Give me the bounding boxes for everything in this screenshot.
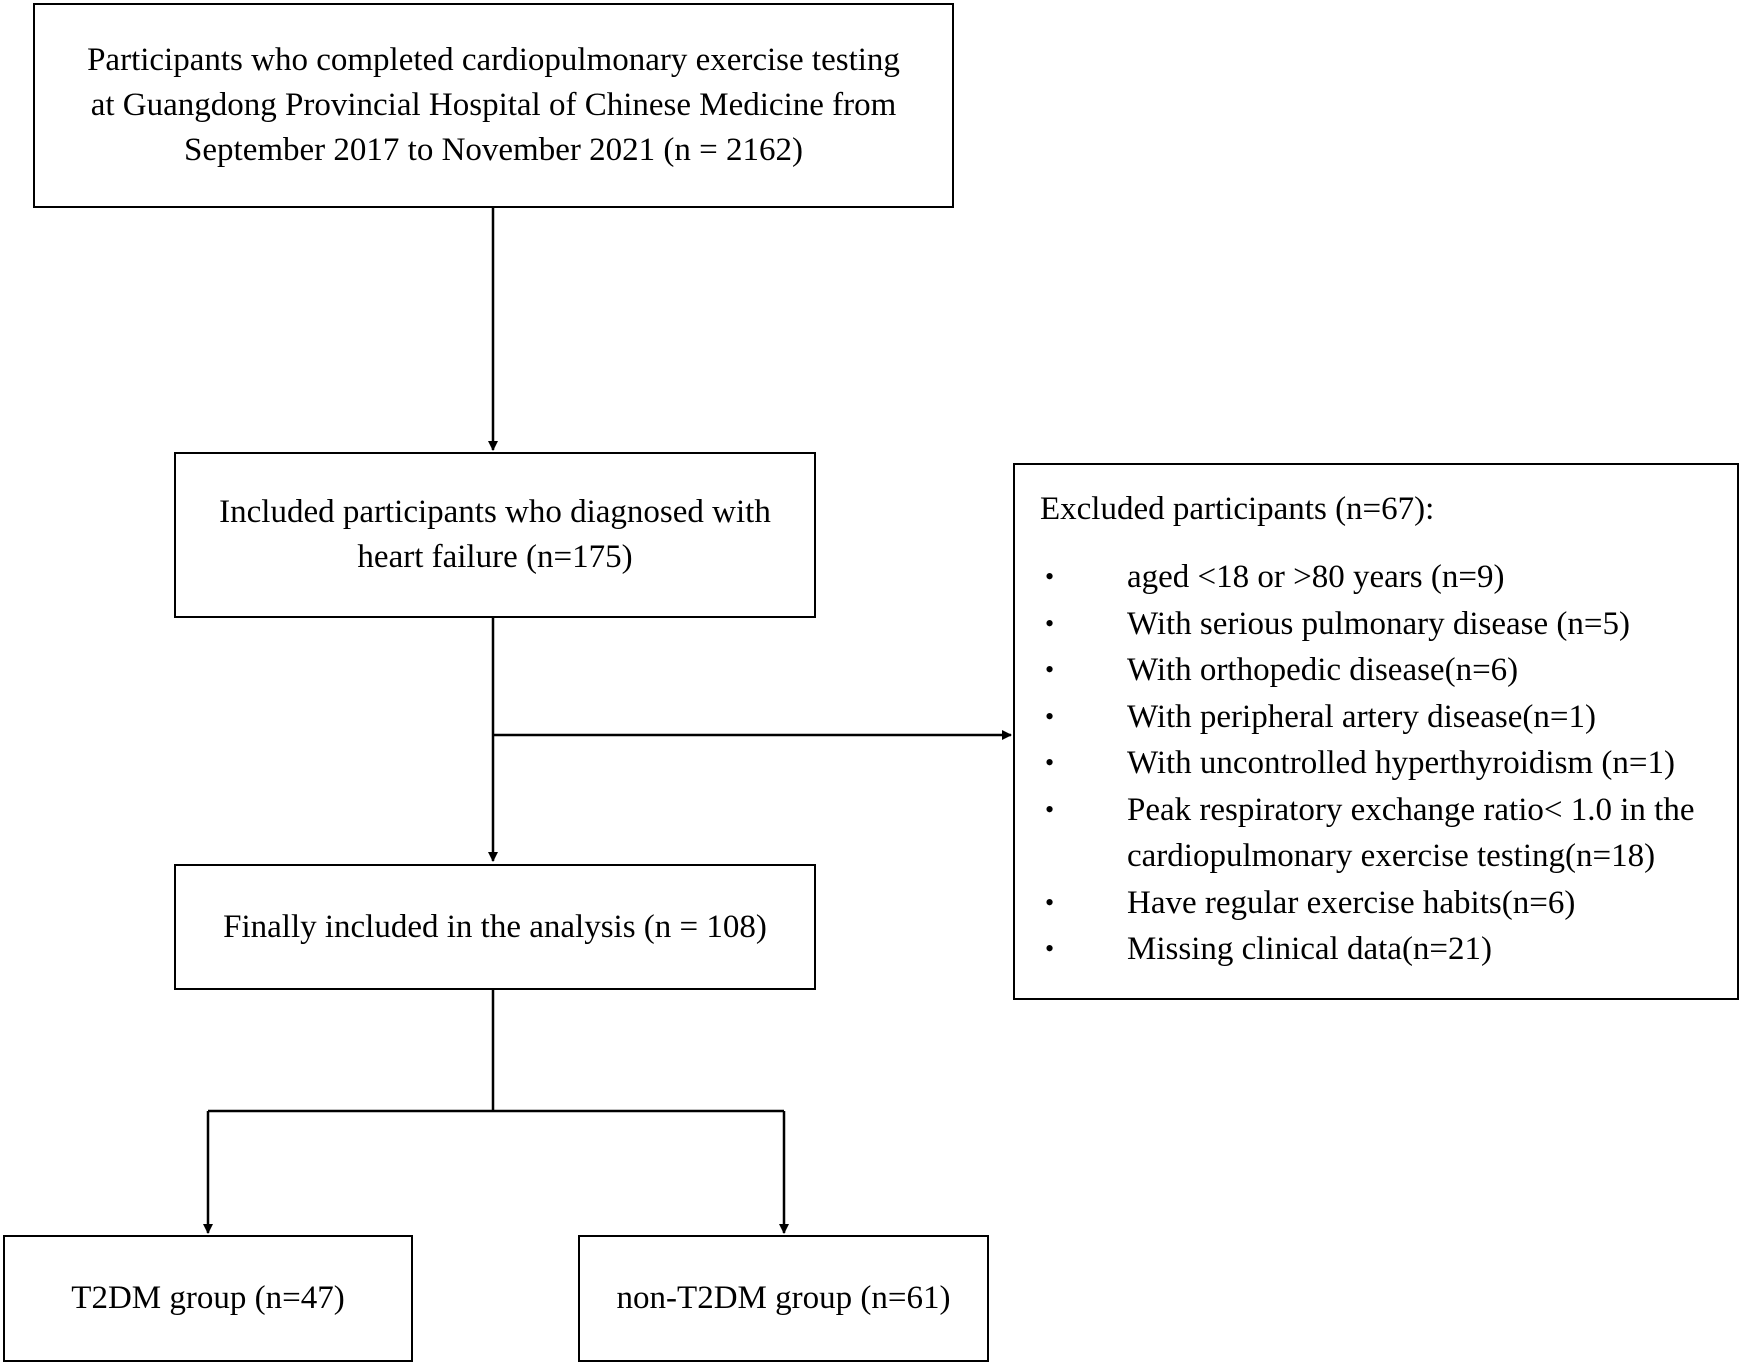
bullet-icon: •	[1045, 887, 1055, 917]
non-t2dm-group-box: non-T2DM group (n=61)	[578, 1235, 989, 1362]
included-participants-text: Included participants who diagnosed with…	[219, 494, 771, 575]
excluded-title: Excluded participants (n=67):	[1040, 491, 1435, 527]
final-analysis-text: Finally included in the analysis (n = 10…	[223, 908, 767, 945]
t2dm-group-box: T2DM group (n=47)	[3, 1235, 413, 1362]
bullet-icon: •	[1045, 701, 1055, 731]
non-t2dm-group-text: non-T2DM group (n=61)	[616, 1280, 951, 1316]
exclusion-item: •Peak respiratory exchange ratio< 1.0 in…	[1040, 787, 1707, 880]
bullet-icon: •	[1045, 748, 1055, 777]
exclusion-item: •Have regular exercise habits(n=6)	[1040, 880, 1707, 927]
bullet-icon: •	[1045, 934, 1055, 963]
exclusion-item: •With serious pulmonary disease (n=5)	[1040, 601, 1707, 648]
bullet-icon: •	[1045, 794, 1055, 824]
bullet-icon: •	[1045, 655, 1055, 684]
exclusion-item: •With peripheral artery disease(n=1)	[1040, 694, 1707, 741]
exclusion-criteria-list: •aged <18 or >80 years (n=9) •With serio…	[1040, 554, 1707, 973]
exclusion-item: •With orthopedic disease(n=6)	[1040, 647, 1707, 694]
source-population-text: Participants who completed cardiopulmona…	[87, 42, 900, 168]
excluded-participants-box: Excluded participants (n=67): •aged <18 …	[1013, 463, 1739, 1000]
included-participants-box: Included participants who diagnosed with…	[174, 452, 816, 618]
final-analysis-box: Finally included in the analysis (n = 10…	[174, 864, 816, 990]
source-population-box: Participants who completed cardiopulmona…	[33, 3, 954, 208]
bullet-icon: •	[1045, 608, 1055, 638]
t2dm-group-text: T2DM group (n=47)	[71, 1280, 345, 1316]
exclusion-item: •With uncontrolled hyperthyroidism (n=1)	[1040, 740, 1707, 787]
exclusion-item: •Missing clinical data(n=21)	[1040, 926, 1707, 973]
bullet-icon: •	[1045, 562, 1055, 591]
exclusion-item: •aged <18 or >80 years (n=9)	[1040, 554, 1707, 601]
